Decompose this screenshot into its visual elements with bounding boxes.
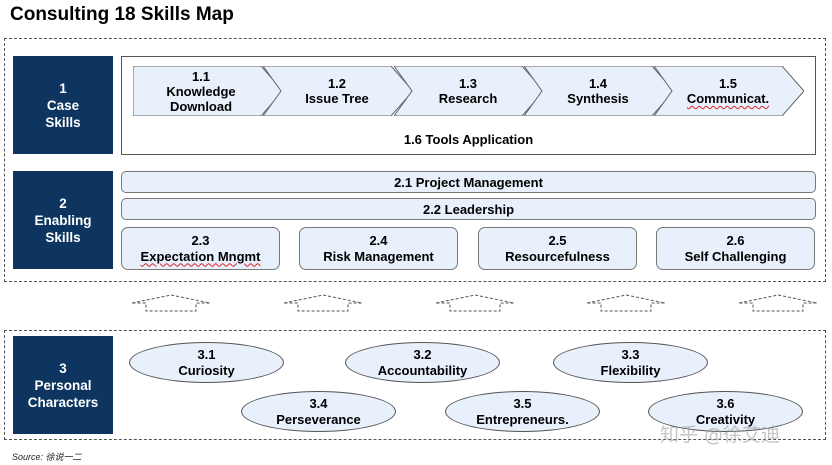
chevron-text: Research — [438, 91, 498, 106]
leadership-bar: 2.2 Leadership — [121, 198, 816, 220]
enabling-box-number: 2.3 — [191, 232, 210, 248]
personal-ellipse-text: Accountability — [377, 362, 468, 378]
enabling-box-text: Expectation Mngmt — [140, 248, 261, 264]
personal-ellipse-text: Creativity — [695, 411, 756, 427]
chevron-number: 1.3 — [458, 76, 478, 91]
enabling-box-text: Self Challenging — [684, 248, 787, 264]
up-arrow-1 — [131, 294, 211, 317]
chevron-shape — [263, 66, 413, 116]
chevron-number: 1.4 — [588, 76, 608, 91]
enabling-box-text: Resourcefulness — [505, 248, 610, 264]
page-title: Consulting 18 Skills Map — [10, 4, 234, 25]
chevron-text: Issue Tree — [305, 91, 369, 106]
personal-dashed-frame — [4, 330, 826, 440]
personal-ellipse-number: 3.6 — [716, 395, 735, 411]
chevron-text: Communicat. — [686, 91, 770, 106]
personal-characters-word2: Characters — [27, 394, 99, 410]
enabling-box-number: 2.5 — [548, 232, 567, 248]
chevron-number: 1.5 — [718, 76, 738, 91]
project-management-bar: 2.1 Project Management — [121, 171, 816, 193]
personal-characters-num: 3 — [59, 360, 67, 376]
personal-ellipse-text: Curiosity — [178, 362, 235, 378]
tools-application: 1.6 Tools Application — [403, 132, 534, 147]
personal-ellipse-number: 3.3 — [621, 346, 640, 362]
case-skills-word2: Skills — [45, 114, 81, 130]
chevron-text: Knowledge — [166, 83, 236, 99]
case-skills-num: 1 — [59, 80, 67, 96]
chevron-shape — [654, 66, 804, 116]
up-arrow-3 — [435, 294, 515, 317]
enabling-skills-label: 2 Enabling Skills — [13, 171, 113, 269]
enabling-box-text: Risk Management — [323, 248, 434, 264]
enabling-skills-num: 2 — [59, 195, 67, 211]
enabling-box-number: 2.4 — [369, 232, 388, 248]
up-arrow-5 — [738, 294, 818, 317]
personal-ellipse-number: 3.2 — [413, 346, 432, 362]
enabling-box-number: 2.6 — [726, 232, 745, 248]
personal-ellipse-number: 3.5 — [513, 395, 532, 411]
personal-ellipse-text: Perseverance — [276, 411, 361, 427]
personal-characters-word1: Personal — [34, 377, 92, 393]
personal-ellipse-number: 3.1 — [197, 346, 216, 362]
personal-ellipse-number: 3.4 — [309, 395, 328, 411]
enabling-skills-word2: Skills — [45, 229, 81, 245]
chevron-shape — [394, 66, 544, 116]
chevron-text-2: Download — [169, 98, 233, 114]
skills-dashed-frame — [4, 38, 826, 282]
up-arrow-2 — [283, 294, 363, 317]
case-skills-word1: Case — [46, 97, 80, 113]
chevron-shape — [133, 66, 283, 116]
chevron-text: Synthesis — [567, 91, 629, 106]
source-note: Source: 徐说一二 — [12, 452, 82, 462]
chevron-number: 1.1 — [191, 68, 211, 84]
watermark: 知乎 @徐艾迪 — [660, 424, 781, 446]
up-arrow-4 — [586, 294, 666, 317]
personal-ellipse-text: Entrepreneurs. — [476, 411, 569, 427]
chevron-shape — [524, 66, 674, 116]
enabling-skills-word1: Enabling — [34, 212, 92, 228]
chevron-number: 1.2 — [327, 76, 347, 91]
personal-ellipse-text: Flexibility — [600, 362, 661, 378]
personal-characters-label: 3 Personal Characters — [13, 336, 113, 434]
case-skills-label: 1 Case Skills — [13, 56, 113, 154]
